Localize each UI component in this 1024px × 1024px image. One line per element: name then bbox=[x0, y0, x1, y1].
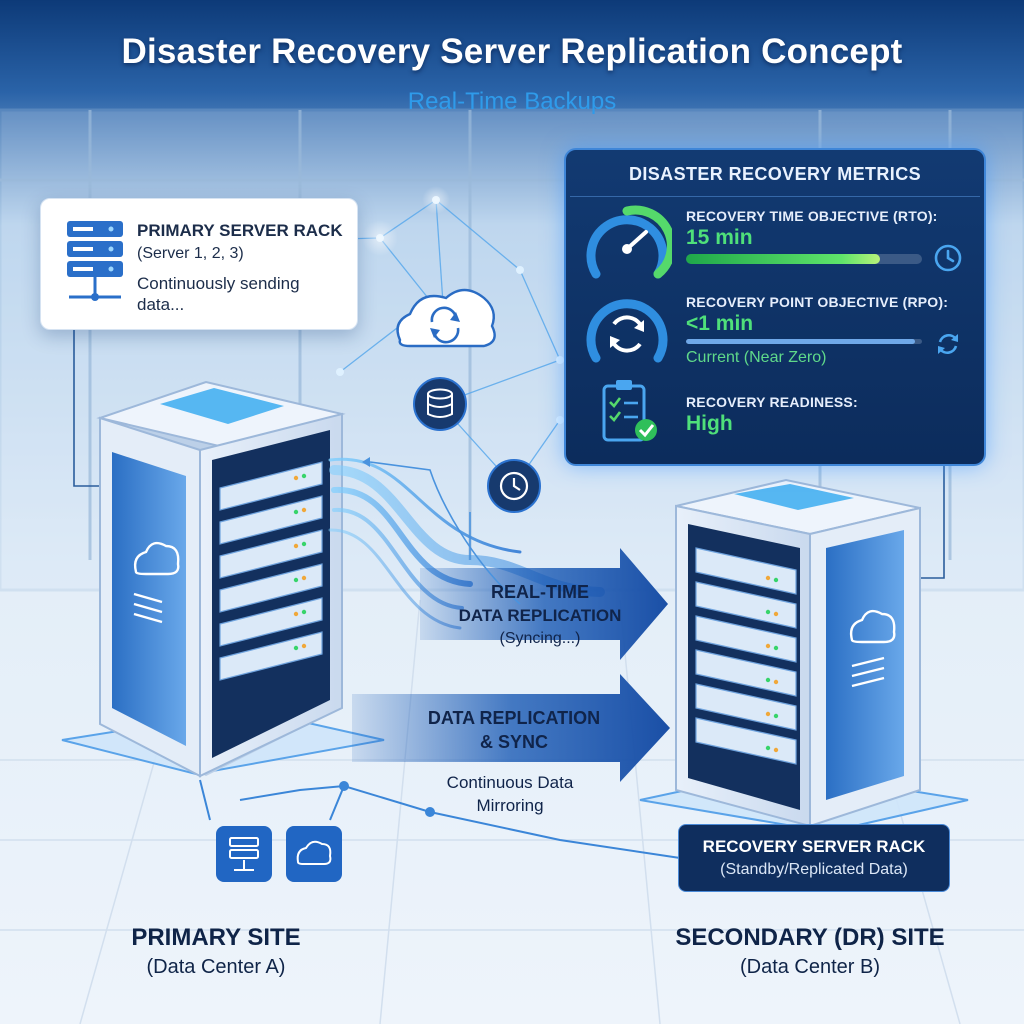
recovery-rack-label: RECOVERY SERVER RACK (Standby/Replicated… bbox=[678, 824, 950, 892]
sync-flow-note-line2: Mirroring bbox=[476, 796, 544, 815]
secondary-server-rack bbox=[675, 478, 921, 828]
server-icon bbox=[216, 826, 272, 882]
readiness-value: High bbox=[686, 412, 733, 435]
realtime-flow-line2: DATA REPLICATION bbox=[458, 606, 622, 625]
page-subtitle: Real-Time Backups bbox=[407, 88, 617, 115]
sync-flow-line1: DATA REPLICATION bbox=[427, 708, 601, 728]
gauge-icon bbox=[586, 205, 672, 279]
readiness-label: RECOVERY READINESS: bbox=[686, 394, 858, 410]
metrics-divider bbox=[570, 196, 980, 197]
connector-lines bbox=[73, 328, 945, 579]
primary-card-note: Continuously sending data... bbox=[137, 274, 300, 314]
rpo-label: RECOVERY POINT OBJECTIVE (RPO): bbox=[686, 294, 949, 310]
metrics-panel: DISASTER RECOVERY METRICS RECOVERY TIME … bbox=[564, 148, 986, 466]
clock-icon bbox=[934, 244, 962, 272]
primary-card-title: PRIMARY SERVER RACK bbox=[137, 221, 343, 240]
server-stack-icon bbox=[67, 221, 123, 301]
rpo-value: <1 min bbox=[686, 312, 754, 335]
secondary-rack-leds bbox=[765, 575, 779, 753]
return-loop bbox=[369, 461, 521, 605]
recovery-rack-subtitle: (Standby/Replicated Data) bbox=[720, 861, 908, 878]
primary-rack-leds bbox=[293, 473, 307, 651]
primary-card-subtitle: (Server 1, 2, 3) bbox=[137, 245, 244, 262]
floor-circuits bbox=[199, 779, 681, 859]
database-icon bbox=[413, 377, 467, 431]
sync-flow-note-line1: Continuous Data bbox=[446, 773, 574, 792]
primary-site-subtitle: (Data Center A) bbox=[146, 956, 286, 978]
realtime-flow-status: (Syncing...) bbox=[499, 630, 581, 647]
cloud-sync-icon bbox=[396, 288, 496, 348]
rto-progress-fill bbox=[686, 254, 880, 264]
cloud-icon bbox=[286, 826, 342, 882]
cloud-icon bbox=[133, 541, 180, 624]
rpo-status: Current (Near Zero) bbox=[686, 349, 827, 366]
checklist-icon bbox=[602, 380, 657, 442]
secondary-rack-units bbox=[695, 547, 797, 765]
realtime-arrow bbox=[420, 548, 668, 660]
rto-label: RECOVERY TIME OBJECTIVE (RTO): bbox=[686, 208, 938, 224]
recovery-rack-title: RECOVERY SERVER RACK bbox=[702, 837, 926, 856]
clock-icon bbox=[487, 459, 541, 513]
rto-value: 15 min bbox=[686, 226, 753, 249]
primary-site-title: PRIMARY SITE bbox=[131, 924, 301, 951]
realtime-flow-line1: REAL-TIME bbox=[491, 582, 589, 602]
page-title: Disaster Recovery Server Replication Con… bbox=[121, 32, 903, 71]
rpo-progress-fill bbox=[686, 339, 915, 344]
sync-arrow bbox=[352, 674, 670, 782]
sync-icon bbox=[938, 333, 958, 355]
metrics-title: DISASTER RECOVERY METRICS bbox=[628, 164, 922, 184]
cloud-icon bbox=[849, 609, 896, 688]
rto-progress-track bbox=[686, 254, 922, 264]
primary-rack-units bbox=[219, 461, 323, 681]
sync-gauge-icon bbox=[586, 299, 668, 363]
rpo-progress-track bbox=[686, 339, 922, 344]
sync-flow-line2: & SYNC bbox=[479, 732, 548, 752]
secondary-site-title: SECONDARY (DR) SITE bbox=[675, 924, 945, 951]
secondary-site-subtitle: (Data Center B) bbox=[739, 956, 881, 978]
primary-server-card: PRIMARY SERVER RACK (Server 1, 2, 3) Con… bbox=[40, 198, 358, 330]
